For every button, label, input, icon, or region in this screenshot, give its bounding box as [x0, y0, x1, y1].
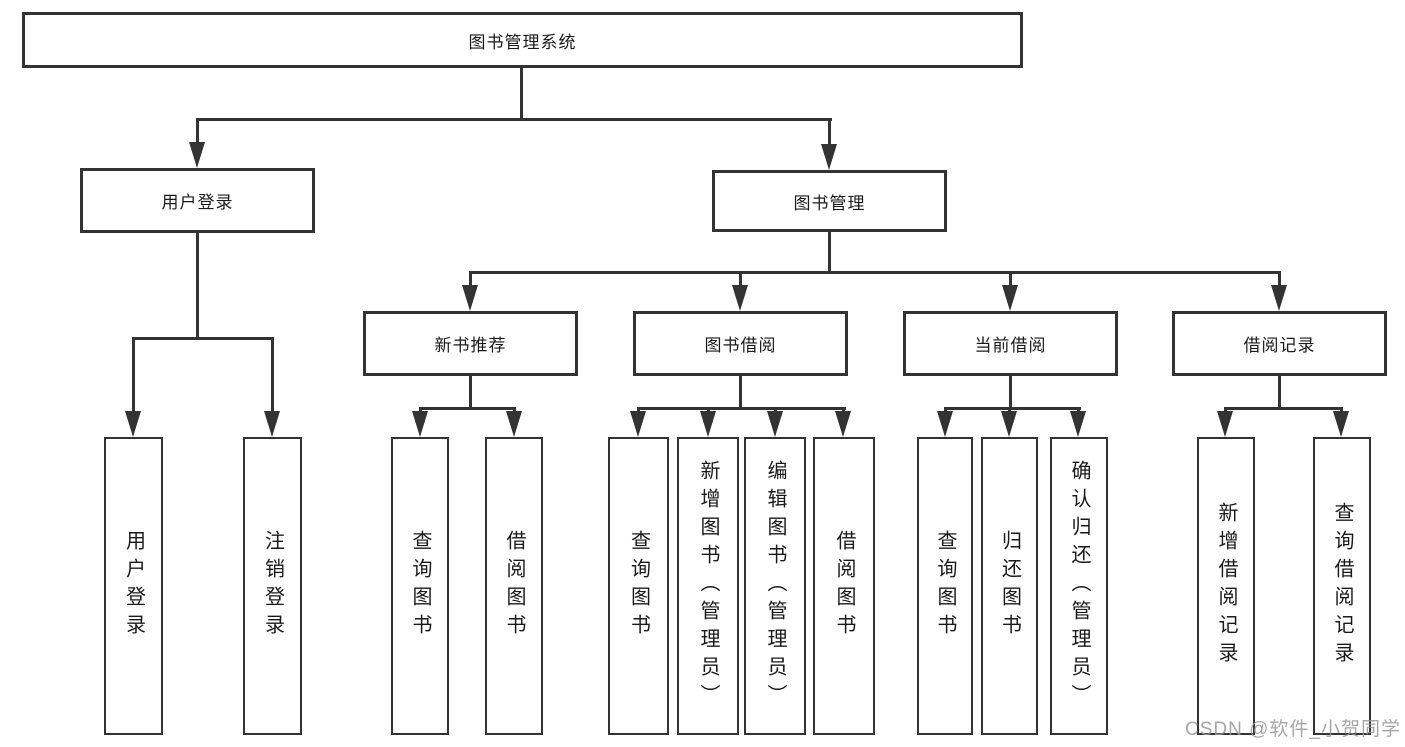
arrow-down-icon [1002, 285, 1018, 311]
connector-book-borrow-rail [637, 407, 846, 410]
connector-drop [1340, 407, 1343, 413]
arrow-down-icon [732, 285, 748, 311]
connector-drop-user-login [196, 118, 199, 144]
connector-drop-leaf-logout [271, 337, 274, 411]
leaf-label: 编辑图书（管理员） [764, 460, 786, 712]
leaf-label: 查询借阅记录 [1331, 502, 1353, 670]
arrow-down-icon [1217, 411, 1233, 437]
connector-drop-new-book [469, 271, 472, 287]
connector-drop-leaf-user-login [132, 337, 135, 411]
node-new-book-recommend: 新书推荐 [363, 311, 578, 376]
leaf-query-book-borrowing: 查询图书 [608, 437, 669, 735]
arrow-down-icon [1271, 285, 1287, 311]
connector-drop [944, 407, 947, 413]
connector-drop [707, 407, 710, 413]
leaf-borrow-book-recommend: 借阅图书 [485, 437, 543, 735]
connector-user-login-rail [132, 337, 274, 340]
connector-new-book-stem [469, 376, 472, 410]
csdn-watermark: CSDN @软件_小贺同学 [1185, 719, 1401, 740]
connector-drop [419, 407, 422, 413]
connector-drop [513, 407, 516, 413]
leaf-query-borrow-record: 查询借阅记录 [1313, 437, 1371, 735]
leaf-label: 注销登录 [261, 530, 284, 642]
arrow-down-icon [1001, 411, 1017, 437]
arrow-down-icon [937, 411, 953, 437]
connector-drop-book-borrow [739, 271, 742, 287]
arrow-down-icon [462, 285, 478, 311]
arrow-down-icon [700, 411, 716, 437]
leaf-logout: 注销登录 [243, 437, 302, 735]
leaf-label: 归还图书 [998, 530, 1021, 642]
connector-drop-borrow-records [1278, 271, 1281, 287]
connector-drop [1077, 407, 1080, 413]
arrow-down-icon [767, 411, 783, 437]
connector-drop [1224, 407, 1227, 413]
arrow-down-icon [835, 411, 851, 437]
connector-drop [842, 407, 845, 413]
node-book-management: 图书管理 [712, 170, 947, 232]
connector-user-login-stem [196, 233, 199, 340]
leaf-edit-book-admin: 编辑图书（管理员） [744, 437, 806, 735]
node-user-login: 用户登录 [80, 168, 315, 233]
connector-book-borrow-stem [739, 376, 742, 410]
connector-drop-current-borrow [1009, 271, 1012, 287]
leaf-label: 用户登录 [122, 530, 145, 642]
node-borrow-records: 借阅记录 [1172, 311, 1387, 376]
connector-current-borrow-rail [944, 407, 1081, 410]
leaf-label: 查询图书 [409, 530, 431, 642]
connector-new-book-rail [419, 407, 516, 410]
node-current-borrowing: 当前借阅 [903, 311, 1118, 376]
leaf-add-book-admin: 新增图书（管理员） [677, 437, 739, 735]
leaf-confirm-return-admin: 确认归还（管理员） [1050, 437, 1108, 735]
leaf-label: 新增图书（管理员） [697, 460, 719, 712]
connector-drop [637, 407, 640, 413]
leaf-label: 新增借阅记录 [1215, 502, 1237, 670]
arrow-down-icon [125, 411, 141, 437]
arrow-down-icon [630, 411, 646, 437]
connector-level1-rail [196, 118, 832, 121]
connector-borrow-records-rail [1224, 407, 1343, 410]
connector-current-borrow-stem [1009, 376, 1012, 410]
connector-book-mgmt-stem [828, 232, 831, 274]
leaf-query-book-current: 查询图书 [917, 437, 973, 735]
leaf-add-borrow-record: 新增借阅记录 [1197, 437, 1255, 735]
connector-book-mgmt-rail [469, 271, 1281, 274]
arrow-down-icon [264, 411, 280, 437]
arrow-down-icon [506, 411, 522, 437]
leaf-label: 借阅图书 [833, 530, 855, 642]
leaf-query-book-recommend: 查询图书 [391, 437, 449, 735]
leaf-label: 确认归还（管理员） [1068, 460, 1090, 712]
leaf-user-login: 用户登录 [104, 437, 163, 735]
leaf-label: 借阅图书 [503, 530, 525, 642]
leaf-borrow-book-borrowing: 借阅图书 [813, 437, 875, 735]
leaf-return-book: 归还图书 [981, 437, 1038, 735]
connector-drop [774, 407, 777, 413]
node-book-borrowing: 图书借阅 [633, 311, 848, 376]
arrow-down-icon [1070, 411, 1086, 437]
arrow-down-icon [1333, 411, 1349, 437]
leaf-label: 查询图书 [934, 530, 956, 642]
leaf-label: 查询图书 [627, 530, 650, 642]
arrow-down-icon [412, 411, 428, 437]
connector-borrow-records-stem [1278, 376, 1281, 410]
node-root-library-system: 图书管理系统 [22, 12, 1023, 68]
connector-root-stem [520, 68, 523, 120]
arrow-down-icon [189, 142, 205, 168]
connector-drop [1008, 407, 1011, 413]
connector-drop-book-mgmt [828, 118, 831, 146]
arrow-down-icon [821, 144, 837, 170]
